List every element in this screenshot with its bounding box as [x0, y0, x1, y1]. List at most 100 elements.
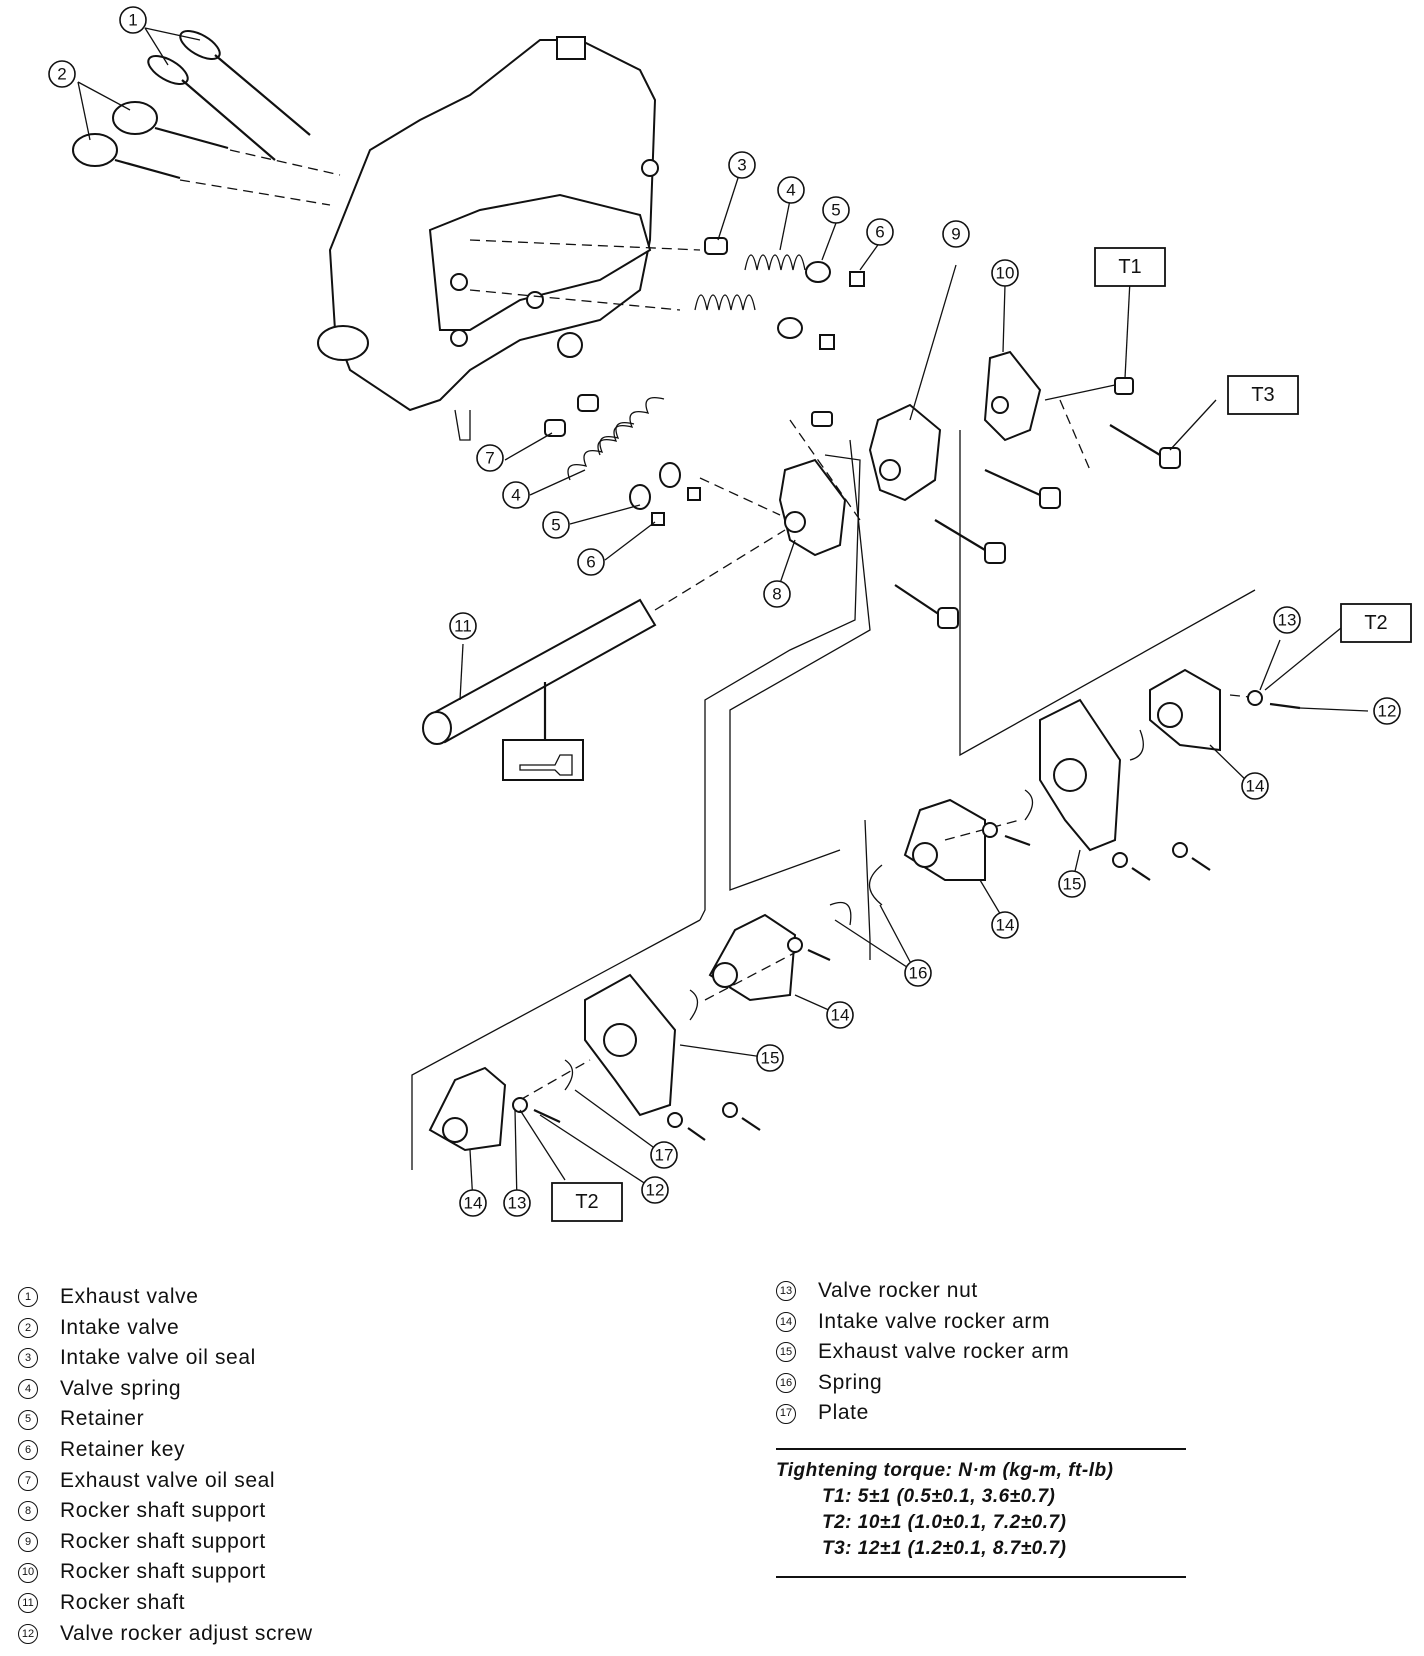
- upper-valve-parts: [469, 237, 865, 350]
- rocker-shaft-supports: [699, 350, 1181, 629]
- legend-number: 17: [776, 1403, 796, 1424]
- callout-12-lower: 12: [641, 1176, 669, 1204]
- legend-label: Valve rocker adjust screw: [60, 1621, 313, 1645]
- svg-text:5: 5: [831, 201, 840, 220]
- svg-text:4: 4: [511, 486, 520, 505]
- torque-t2: T2: 10±1 (1.0±0.1, 7.2±0.7): [822, 1512, 1067, 1533]
- callout-14-middle: 14: [991, 911, 1019, 939]
- callout-15-lower: 15: [756, 1044, 784, 1072]
- legend-label: Exhaust valve rocker arm: [818, 1340, 1070, 1364]
- torque-heading: Tightening torque: N·m (kg-m, ft-lb): [776, 1460, 1114, 1481]
- legend-number: 11: [18, 1593, 38, 1614]
- svg-text:T2: T2: [575, 1191, 598, 1213]
- svg-text:2: 2: [57, 65, 66, 84]
- legend-label: Intake valve rocker arm: [818, 1309, 1051, 1333]
- torque-box-t2-lower: T2: [551, 1182, 623, 1222]
- svg-text:9: 9: [951, 225, 960, 244]
- torque-box-t1: T1: [1094, 247, 1166, 287]
- legend-label: Retainer: [60, 1407, 145, 1431]
- torque-t1: T1: 5±1 (0.5±0.1, 3.6±0.7): [822, 1486, 1056, 1507]
- legend-number: 8: [18, 1501, 38, 1522]
- callout-11: 11: [449, 612, 477, 640]
- tightening-torque-box: Tightening torque: N·m (kg-m, ft-lb) T1:…: [776, 1448, 1186, 1578]
- legend-number: 6: [18, 1440, 38, 1461]
- callout-13-upper: 13: [1273, 606, 1301, 634]
- legend-number: 9: [18, 1532, 38, 1553]
- callout-14-lower-right: 14: [826, 1001, 854, 1029]
- callout-4-lower: 4: [502, 481, 530, 509]
- callout-3: 3: [728, 151, 756, 179]
- legend-number: 13: [776, 1281, 796, 1302]
- svg-text:3: 3: [737, 156, 746, 175]
- callout-14-lower-left: 14: [459, 1189, 487, 1217]
- legend-number: 12: [18, 1623, 38, 1644]
- svg-text:15: 15: [1063, 875, 1082, 894]
- leader-lines: [77, 27, 1369, 1204]
- callout-5-lower: 5: [542, 511, 570, 539]
- svg-text:14: 14: [464, 1194, 483, 1213]
- exploded-view-diagram: 1 2 3 4 5 6 9 10 7 4 5 6 8 11 13 12 14 1…: [48, 6, 1412, 1222]
- exhaust-valves: [147, 30, 311, 161]
- svg-text:14: 14: [1246, 777, 1265, 796]
- legend-number: 1: [18, 1287, 38, 1308]
- callout-5-upper: 5: [822, 196, 850, 224]
- svg-text:7: 7: [485, 449, 494, 468]
- svg-text:6: 6: [586, 553, 595, 572]
- callout-2: 2: [48, 60, 76, 88]
- legend-item: 15 Exhaust valve rocker arm: [776, 1337, 1069, 1368]
- callout-14-upper-right: 14: [1241, 772, 1269, 800]
- rocker-arms: [428, 668, 1261, 1152]
- svg-text:11: 11: [454, 617, 472, 636]
- legend-item: 12 Valve rocker adjust screw: [18, 1619, 313, 1650]
- svg-text:6: 6: [875, 223, 884, 242]
- legend-label: Plate: [818, 1401, 869, 1425]
- svg-text:16: 16: [909, 964, 928, 983]
- svg-text:17: 17: [655, 1146, 674, 1165]
- callout-6-lower: 6: [577, 548, 605, 576]
- legend-label: Rocker shaft support: [60, 1560, 266, 1584]
- intake-valves: [72, 101, 341, 206]
- callout-12-upper: 12: [1373, 697, 1401, 725]
- legend-number: 5: [18, 1409, 38, 1430]
- legend-label: Intake valve: [60, 1315, 180, 1339]
- legend-left: 1 Exhaust valve 2 Intake valve 3 Intake val…: [18, 1282, 313, 1649]
- legend-label: Rocker shaft support: [60, 1499, 266, 1523]
- svg-text:14: 14: [831, 1006, 850, 1025]
- torque-box-t3: T3: [1227, 375, 1299, 415]
- nuts-and-screws: [512, 690, 1301, 1141]
- legend-number: 7: [18, 1470, 38, 1491]
- legend-number: 2: [18, 1317, 38, 1338]
- legend-label: Valve rocker nut: [818, 1279, 978, 1302]
- assembly-outlines: [411, 399, 1256, 1170]
- legend-number: 16: [776, 1373, 796, 1394]
- callout-17: 17: [650, 1141, 678, 1169]
- legend-item: 6 Retainer key: [18, 1435, 313, 1466]
- legend-item: 2 Intake valve: [18, 1313, 313, 1344]
- svg-text:4: 4: [786, 181, 795, 200]
- callout-6-upper: 6: [866, 218, 894, 246]
- svg-text:12: 12: [1378, 702, 1397, 721]
- legend-number: 3: [18, 1348, 38, 1369]
- svg-text:13: 13: [1278, 611, 1297, 630]
- legend-number: 4: [18, 1379, 38, 1400]
- legend-number: 15: [776, 1342, 796, 1363]
- svg-text:T2: T2: [1364, 612, 1387, 634]
- legend-label: Valve spring: [60, 1376, 182, 1400]
- legend-label: Intake valve oil seal: [60, 1346, 256, 1370]
- legend-label: Retainer key: [60, 1437, 186, 1461]
- legend-item: 13 Valve rocker nut: [776, 1276, 1069, 1307]
- svg-text:8: 8: [772, 585, 781, 604]
- legend-item: 8 Rocker shaft support: [18, 1496, 313, 1527]
- legend-label: Exhaust valve: [60, 1285, 199, 1308]
- legend-number: 10: [18, 1562, 38, 1583]
- callout-8: 8: [763, 580, 791, 608]
- callout-10: 10: [991, 259, 1019, 287]
- rocker-shaft: [422, 529, 786, 781]
- svg-text:5: 5: [551, 516, 560, 535]
- callout-13-lower: 13: [503, 1189, 531, 1217]
